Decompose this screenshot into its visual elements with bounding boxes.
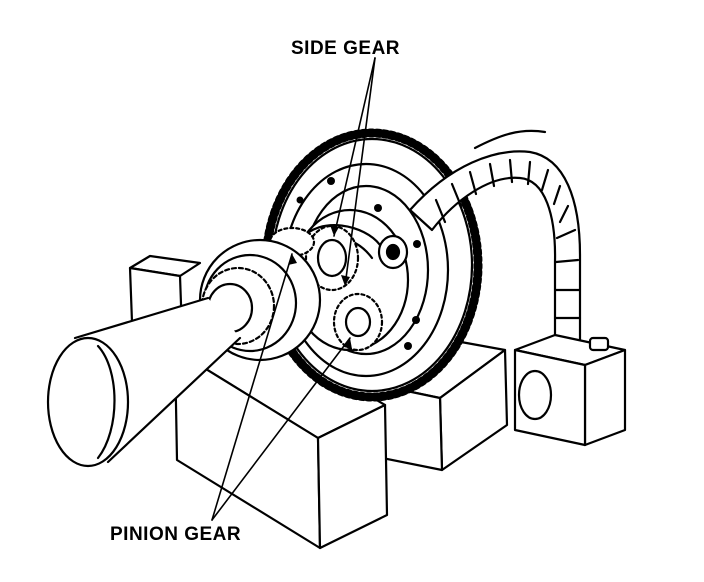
pinion-gear-lower bbox=[332, 292, 384, 352]
side-gear-leaders bbox=[330, 57, 376, 287]
axle-shaft bbox=[46, 296, 242, 468]
pinion-gear-label: PINION GEAR bbox=[110, 524, 242, 545]
pinion-shaft-pivot bbox=[377, 234, 409, 270]
magnetic-base bbox=[513, 333, 627, 447]
side-gear bbox=[304, 224, 360, 292]
side-gear-label: SIDE GEAR bbox=[291, 38, 401, 59]
dial-indicator-arm bbox=[408, 129, 582, 350]
pinion-gear-leaders bbox=[211, 253, 352, 521]
